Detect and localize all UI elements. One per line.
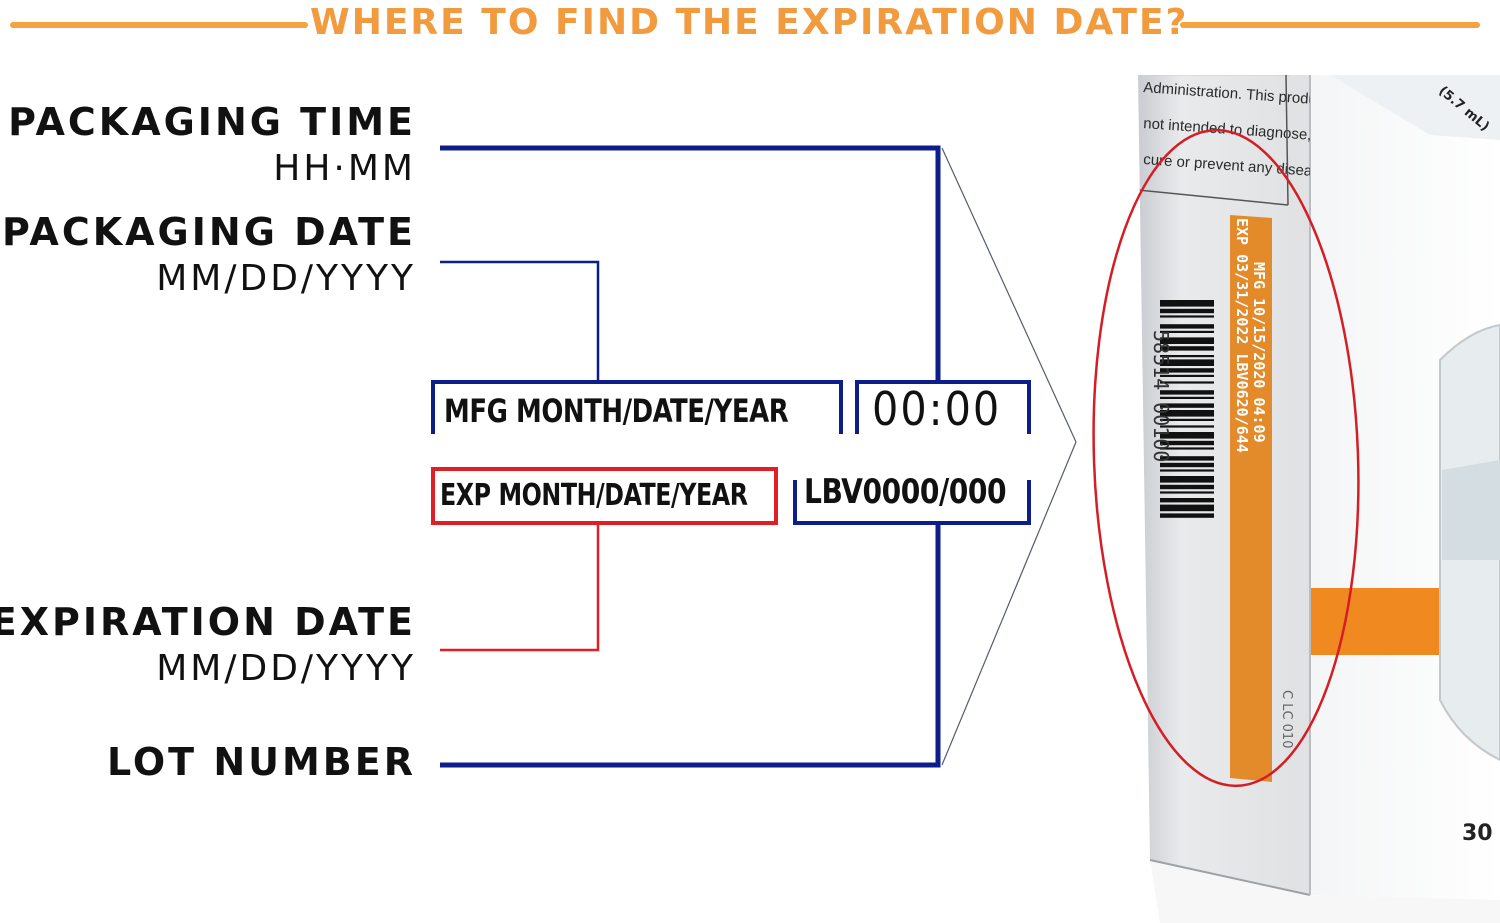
lot-number-label: LOT NUMBER	[107, 740, 416, 784]
barcode-bar	[1160, 447, 1214, 450]
lot-box	[793, 480, 1031, 525]
barcode-bar	[1160, 462, 1214, 468]
barcode-bar	[1160, 425, 1214, 428]
page-title: WHERE TO FIND THE EXPIRATION DATE?	[310, 2, 1189, 43]
barcode-bar	[1160, 403, 1214, 408]
barcode-bar	[1160, 418, 1214, 421]
barcode-bar	[1160, 330, 1214, 333]
expiration-date-label: EXPIRATION DATE	[0, 600, 416, 644]
exp-box	[431, 467, 778, 525]
time-box	[855, 380, 1031, 434]
exp-code-label: EXP MONTH/DATE/YEAR	[440, 478, 748, 513]
barcode-bar	[1160, 498, 1214, 503]
packaging-time-label: PACKAGING TIME	[8, 100, 416, 144]
mfg-code-label: MFG MONTH/DATE/YEAR	[444, 392, 789, 430]
barcode-bar	[1160, 315, 1214, 318]
highlight-circle	[1092, 128, 1360, 788]
barcode-digits: 58514 00100	[1149, 330, 1173, 462]
barcode	[1160, 300, 1214, 518]
expiration-date-format: MM/DD/YYYY	[156, 648, 416, 689]
barcode-bar	[1160, 469, 1214, 472]
barcode-bar	[1160, 359, 1214, 366]
stamp-exp-text: EXP 03/31/2022 LBV0620/644	[1233, 218, 1251, 453]
barcode-bar	[1160, 396, 1214, 399]
corner-number: 30	[1462, 821, 1493, 846]
barcode-bar	[1160, 355, 1214, 358]
barcode-bar	[1160, 337, 1214, 344]
barcode-bar	[1160, 440, 1214, 446]
header-rule-right	[1180, 22, 1480, 28]
barcode-bar	[1160, 346, 1214, 351]
barcode-bar	[1160, 324, 1214, 329]
packaging-date-format: MM/DD/YYYY	[156, 258, 416, 299]
barcode-bar	[1160, 504, 1214, 512]
barcode-bar	[1160, 432, 1214, 439]
barcode-bar	[1160, 410, 1214, 417]
barcode-bar	[1160, 513, 1214, 518]
zoom-line-top	[941, 147, 1077, 443]
barcode-bar	[1160, 300, 1214, 307]
corner-label: C LC 010	[1279, 690, 1294, 748]
mfg-box	[431, 380, 843, 434]
barcode-bar	[1160, 308, 1214, 314]
barcode-bar	[1160, 476, 1214, 483]
packaging-date-label: PACKAGING DATE	[2, 210, 416, 254]
barcode-bar	[1160, 381, 1214, 384]
barcode-bar	[1160, 491, 1214, 494]
zoom-line-bottom	[941, 441, 1077, 766]
header-rule-left	[10, 22, 308, 28]
expiration-date-connector	[440, 524, 600, 652]
date-stamp-strip	[1230, 215, 1272, 782]
barcode-bar	[1160, 484, 1214, 490]
lot-code-label: LBV0000/000	[804, 472, 1007, 512]
barcode-bar	[1160, 368, 1214, 373]
time-code-label: 00:00	[872, 382, 1002, 436]
barcode-bar	[1160, 374, 1214, 377]
packaging-date-connector	[440, 260, 600, 382]
packaging-time-connector	[440, 145, 941, 382]
lot-number-connector	[440, 524, 941, 768]
barcode-bar	[1160, 390, 1214, 395]
barcode-bar	[1160, 456, 1214, 461]
stamp-mfg-text: MFG 10/15/2020 04:09	[1250, 262, 1268, 443]
packaging-time-format: HH·MM	[273, 148, 416, 189]
